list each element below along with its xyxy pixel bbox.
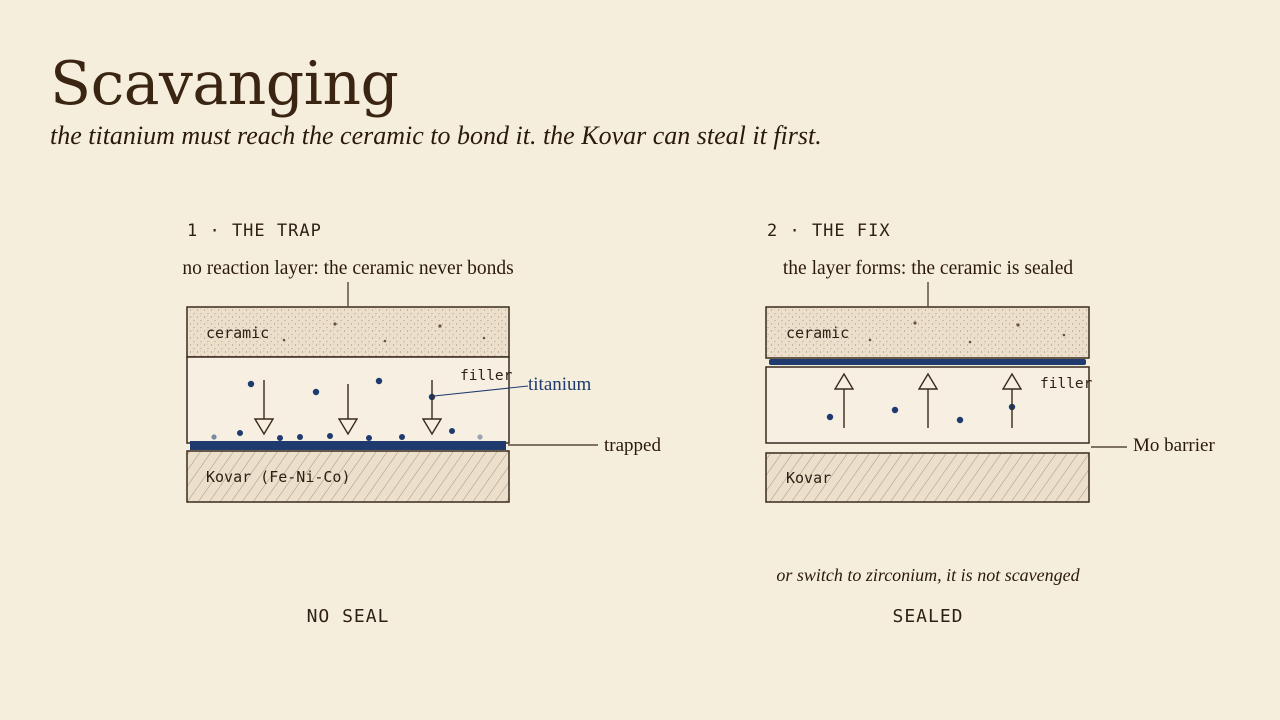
ceramic-speck	[383, 339, 387, 343]
titanium-leader-line	[433, 385, 529, 397]
kovar-layer	[765, 452, 1090, 503]
titanium-atom	[211, 434, 217, 440]
ceramic-speck	[968, 340, 972, 344]
kovar-label: Kovar	[786, 469, 831, 487]
panel-heading: 2 · THE FIX	[767, 221, 891, 241]
ceramic-speck	[333, 322, 337, 326]
trapped-label: trapped	[604, 435, 661, 456]
ceramic-layer	[765, 306, 1090, 359]
titanium-atom	[956, 416, 964, 424]
panel-trap: 1 · THE TRAP no reaction layer: the cera…	[182, 221, 661, 627]
panel-caption: the layer forms: the ceramic is sealed	[783, 258, 1073, 279]
up-arrow-icon	[833, 372, 855, 428]
panel-heading: 1 · THE TRAP	[187, 221, 322, 241]
titanium-atom	[297, 434, 303, 440]
up-arrow-icon	[1001, 372, 1023, 428]
ceramic-speck	[482, 336, 486, 340]
titanium-atom	[843, 359, 849, 365]
down-arrow-icon	[253, 380, 275, 436]
ceramic-speck	[913, 321, 917, 325]
zirconium-note: or switch to zirconium, it is not scaven…	[776, 565, 1080, 585]
ceramic-speck	[1016, 323, 1020, 327]
titanium-atom	[327, 433, 333, 439]
up-arrow-icon	[917, 372, 939, 428]
mo-barrier-label: Mo barrier	[1133, 435, 1215, 456]
kovar-label: Kovar (Fe-Ni-Co)	[206, 468, 351, 486]
titanium-atom	[312, 388, 320, 396]
titanium-atom	[891, 406, 899, 414]
kovar-layer	[186, 450, 510, 503]
page-title: Scavanging	[50, 49, 399, 119]
ceramic-speck	[438, 324, 442, 328]
titanium-atom	[247, 380, 255, 388]
titanium-atom	[399, 434, 405, 440]
panel-caption: no reaction layer: the ceramic never bon…	[182, 258, 513, 279]
ceramic-speck	[282, 338, 286, 342]
ceramic-label: ceramic	[206, 324, 269, 342]
titanium-atom	[826, 413, 834, 421]
titanium-atom	[1033, 359, 1039, 365]
titanium-atom	[449, 428, 455, 434]
titanium-atom	[477, 434, 483, 440]
titanium-atom	[366, 435, 372, 441]
trapped-titanium-layer	[190, 441, 506, 450]
result-label: NO SEAL	[307, 606, 390, 627]
ceramic-speck	[1062, 333, 1066, 337]
ceramic-label: ceramic	[786, 324, 849, 342]
titanium-atom	[237, 430, 243, 436]
titanium-atom	[940, 359, 946, 365]
titanium-label: titanium	[528, 374, 592, 395]
filler-label: filler	[460, 368, 513, 384]
titanium-atom	[375, 377, 383, 385]
titanium-atom	[803, 359, 809, 365]
ceramic-speck	[868, 338, 872, 342]
titanium-atom	[887, 359, 893, 365]
titanium-atom	[982, 359, 988, 365]
down-arrow-icon	[421, 380, 443, 436]
down-arrow-icon	[337, 384, 359, 436]
panel-fix: 2 · THE FIX the layer forms: the ceramic…	[765, 221, 1215, 627]
titanium-atom	[277, 435, 283, 441]
filler-label: filler	[1040, 376, 1093, 392]
result-label: SEALED	[892, 606, 963, 627]
page-subtitle: the titanium must reach the ceramic to b…	[50, 121, 822, 150]
